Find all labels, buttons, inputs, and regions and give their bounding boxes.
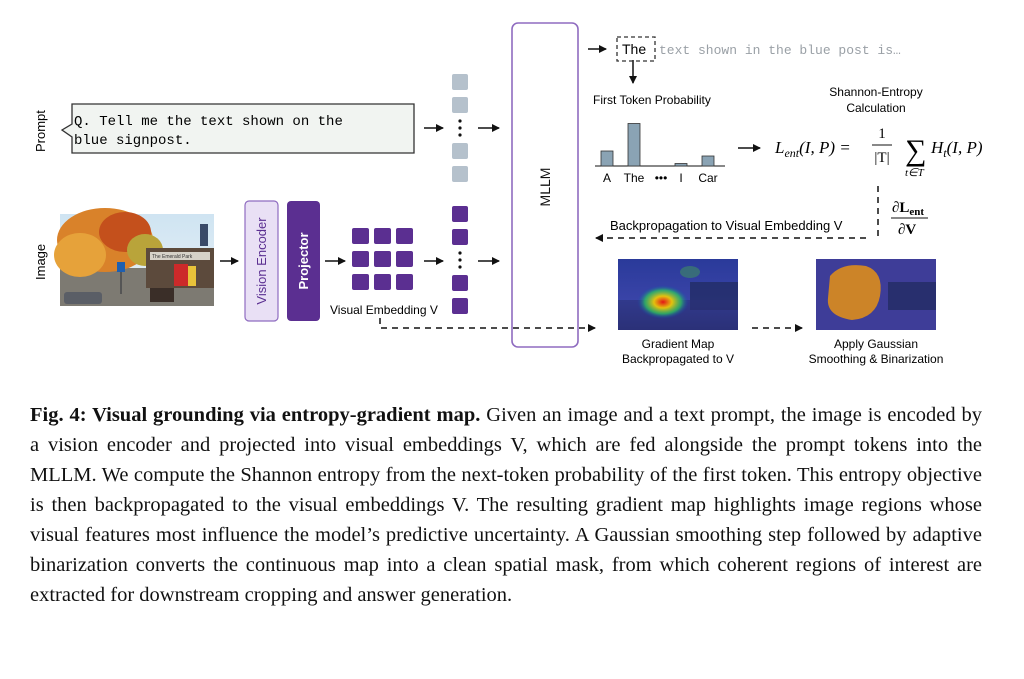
caption-line-8: map into a clean spatial mask, from whic… bbox=[30, 554, 982, 606]
smoothing-label-line-1: Apply Gaussian bbox=[834, 337, 918, 351]
backprop-label: Backpropagation to Visual Embedding V bbox=[610, 218, 843, 233]
tick-label-0: A bbox=[603, 171, 611, 185]
prompt-text-line-2: blue signpost. bbox=[74, 133, 192, 149]
bar-0 bbox=[600, 150, 614, 167]
first-token-box bbox=[616, 36, 656, 62]
projector-label: Projector bbox=[296, 232, 311, 289]
first-token-text: The bbox=[622, 41, 646, 57]
visual-embedding-label: Visual Embedding V bbox=[330, 303, 438, 317]
svg-text:Lent(I, P) =: Lent(I, P) = bbox=[774, 138, 851, 160]
vision-encoder-block bbox=[244, 200, 279, 322]
tick-label-1: The bbox=[624, 171, 645, 185]
output-rest-text: text shown in the blue post is… bbox=[659, 43, 901, 58]
caption-line-1: Given an image and a text bbox=[486, 404, 705, 426]
svg-text:∂Lent: ∂Lent bbox=[892, 200, 924, 218]
svg-text:∑: ∑ bbox=[905, 134, 926, 167]
mllm-label: MLLM bbox=[537, 168, 553, 207]
svg-text:Ht(I, P): Ht(I, P) bbox=[930, 138, 983, 160]
dashed-arrows bbox=[379, 186, 879, 332]
caption-label: Fig. 4: Visual grounding via entropy-gra… bbox=[30, 404, 481, 426]
caption-line-3: V, which are fed alongside the prompt to… bbox=[30, 434, 982, 486]
entropy-title-line-1: Shannon-Entropy bbox=[829, 85, 922, 99]
vision-encoder-label: Vision Encoder bbox=[254, 217, 269, 305]
svg-text:1: 1 bbox=[878, 126, 886, 142]
probability-chart: A The ••• I Car bbox=[595, 123, 725, 185]
gradient-symbol: ∂Lent ∂V bbox=[891, 200, 928, 238]
caption-line-5: then backpropagated to the visual embedd… bbox=[51, 494, 796, 516]
gradient-map-label-line-1: Gradient Map bbox=[642, 337, 715, 351]
tick-label-3: I bbox=[679, 171, 682, 185]
probability-chart-title: First Token Probability bbox=[593, 93, 711, 107]
prompt-box: Q. Tell me the text shown on the blue si… bbox=[60, 103, 415, 154]
caption-line-6: image regions whose visual features most… bbox=[30, 494, 983, 546]
caption-line-4: entropy from the next-token probability … bbox=[30, 464, 983, 516]
pipeline-diagram: Prompt Image Q. Tell me the text shown o… bbox=[33, 22, 983, 366]
caption-line-7: A Gaussian smoothing step followed by ad… bbox=[30, 524, 982, 576]
figure-caption: Fig. 4: Visual grounding via entropy-gra… bbox=[30, 400, 982, 610]
bar-1 bbox=[627, 123, 641, 167]
flow-arrows bbox=[220, 45, 761, 265]
bar-4 bbox=[701, 155, 715, 167]
prompt-text-line-1: Q. Tell me the text shown on the bbox=[74, 114, 343, 130]
mllm-block bbox=[511, 22, 579, 348]
svg-text:|T|: |T| bbox=[874, 150, 889, 166]
gradient-map-label-line-2: Backpropagated to V bbox=[622, 352, 734, 366]
entropy-title-line-2: Calculation bbox=[846, 101, 905, 115]
bar-3 bbox=[674, 163, 688, 167]
tick-label-4: Car bbox=[698, 171, 717, 185]
gradient-map-image bbox=[618, 259, 738, 330]
prompt-side-label: Prompt bbox=[33, 110, 48, 152]
caption-line-9: for downstream cropping and answer gener… bbox=[110, 584, 513, 606]
sign-text: The Emerald Park bbox=[152, 254, 193, 260]
tick-label-2: ••• bbox=[655, 171, 668, 185]
binarized-map-image bbox=[816, 259, 936, 330]
visual-token-column bbox=[452, 206, 468, 314]
visual-embedding-grid bbox=[352, 228, 413, 290]
prompt-token-column bbox=[452, 74, 468, 182]
svg-text:∂V: ∂V bbox=[898, 222, 916, 238]
caption-line-2: prompt, the image is encoded by a vision… bbox=[30, 404, 983, 456]
svg-text:t∈T: t∈T bbox=[905, 167, 925, 179]
smoothing-label-line-2: Smoothing & Binarization bbox=[809, 352, 944, 366]
image-side-label: Image bbox=[33, 244, 48, 280]
input-photo: The Emerald Park bbox=[54, 208, 214, 306]
entropy-formula: Lent(I, P) = 1 |T| ∑ t∈T Ht(I, P) bbox=[774, 126, 983, 179]
projector-block bbox=[287, 201, 320, 321]
